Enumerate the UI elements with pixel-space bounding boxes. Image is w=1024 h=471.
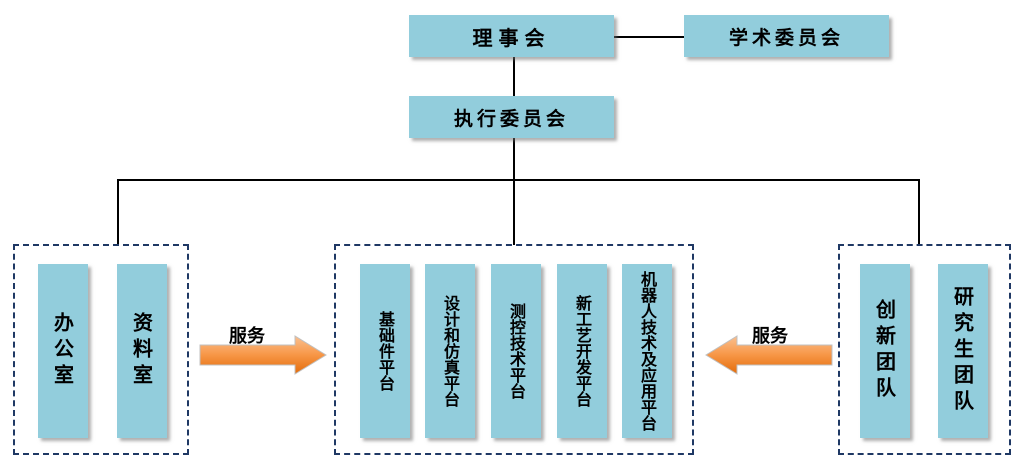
service-label-right: 服务	[752, 326, 788, 347]
office-box: 办公室	[38, 264, 88, 438]
connector-horizontal-bus	[117, 179, 920, 181]
service-arrow-right	[199, 335, 327, 375]
service-label-left: 服务	[229, 326, 265, 347]
team-group	[838, 244, 1011, 455]
platform-group	[334, 244, 694, 455]
executive-committee-box: 执行委员会	[409, 96, 614, 138]
connector-executive-down	[513, 138, 515, 180]
connector-council-academic	[614, 36, 684, 38]
admin-group	[13, 244, 189, 455]
platform-design-simulation: 设计和仿真平台	[425, 264, 475, 438]
archives-box: 资料室	[117, 264, 167, 438]
connector-council-executive	[513, 56, 515, 96]
graduate-team-box: 研究生团队	[938, 264, 988, 438]
academic-committee-box: 学术委员会	[684, 15, 889, 57]
platform-new-process: 新工艺开发平台	[557, 264, 607, 438]
connector-center-drop	[513, 179, 515, 245]
platform-measurement-control: 测控技术平台	[491, 264, 541, 438]
council-box: 理事会	[409, 15, 614, 57]
platform-basic-components: 基础件平台	[360, 264, 410, 438]
service-arrow-left	[705, 335, 833, 375]
connector-right-drop	[918, 179, 920, 245]
connector-left-drop	[117, 179, 119, 245]
innovation-team-box: 创新团队	[860, 264, 910, 438]
platform-robotics: 机器人技术及应用平台	[622, 264, 672, 438]
